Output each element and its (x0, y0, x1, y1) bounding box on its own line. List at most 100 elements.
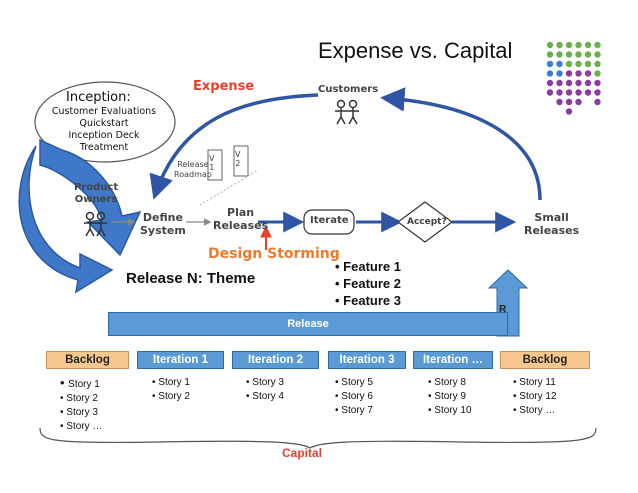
inception-title: Inception: (66, 90, 131, 105)
story-item: • Story 12 (513, 390, 557, 404)
inception-item: Inception Deck (68, 130, 140, 141)
story-list: • Story 3 • Story 4 (246, 376, 284, 404)
story-item: • Story 1 (60, 376, 102, 392)
define-system-label: Define System (140, 211, 186, 237)
decor-dot (556, 79, 563, 87)
feature-text: Feature 2 (343, 276, 401, 291)
decor-dot (546, 41, 554, 49)
release-roadmap-cards (199, 145, 259, 206)
inception-item: Quickstart (79, 118, 129, 129)
story-list: • Story 1• Story 2 (152, 376, 190, 404)
bullet: • (60, 393, 67, 404)
story-item: • Story 4 (246, 390, 284, 404)
feature-text: Feature 1 (343, 259, 401, 274)
story-text: Story 11 (519, 377, 556, 388)
bullet: • (60, 375, 69, 390)
decor-dot (594, 60, 601, 68)
story-text: Story 7 (341, 405, 373, 416)
story-list: • Story 1• Story 2• Story 3• Story … (60, 376, 102, 434)
iterate-label: Iterate (310, 215, 349, 226)
product-owners-label: Product Owners (74, 182, 118, 206)
release-roadmap-line: Roadmap (174, 170, 212, 179)
story-text: Story 2 (66, 393, 98, 404)
capital-label: Capital (282, 446, 323, 460)
bullet: • (60, 421, 67, 432)
story-text: Story 1 (68, 379, 100, 390)
decor-dot (594, 70, 601, 77)
expense-label: Expense (193, 79, 255, 94)
decor-dot (594, 51, 601, 58)
release-bar: Release (108, 312, 508, 336)
decor-dot (546, 51, 554, 58)
story-item: • Story 5 (335, 376, 373, 390)
release-marker: R (499, 304, 507, 315)
customers-figures (335, 99, 359, 125)
feature-item: • Feature 3 (335, 293, 401, 308)
bullet: • (152, 391, 159, 402)
bullet: • (246, 391, 253, 402)
bullet: • (335, 377, 342, 388)
roadmap-card-v2: V 2 (235, 150, 241, 168)
decor-dot (594, 98, 601, 106)
story-text: Story 5 (341, 377, 373, 388)
decor-dot (565, 89, 573, 96)
customer-feedback-arrow (380, 87, 542, 201)
decor-dot (575, 41, 582, 49)
story-text: Story 12 (519, 391, 557, 402)
bullet: • (60, 407, 67, 418)
inception-big-arrow (18, 145, 114, 294)
decor-dot (584, 89, 592, 96)
decor-dot (575, 70, 582, 77)
story-item: • Story 9 (428, 390, 472, 404)
decor-dot (546, 79, 554, 87)
decor-dot (556, 70, 563, 77)
accept-diamond (396, 201, 454, 243)
story-list: • Story 5• Story 6 • Story 7 (335, 376, 373, 418)
decor-dot (584, 60, 592, 68)
feature-item: • Feature 1 (335, 259, 401, 274)
feature-list: • Feature 1 • Feature 2 • Feature 3 (335, 258, 401, 309)
story-text: Story 1 (158, 377, 190, 388)
inception-item: Customer Evaluations (51, 106, 157, 117)
bullet: • (152, 377, 159, 388)
decor-dot (584, 79, 592, 87)
expense-curve-arrow (149, 93, 319, 200)
release-roadmap-label: Release Roadmap (174, 160, 212, 180)
story-item: • Story 10 (428, 404, 472, 418)
bullet: • (428, 405, 435, 416)
decor-dot (556, 41, 563, 49)
decor-dot (546, 89, 554, 96)
story-text: Story … (66, 421, 103, 432)
story-text: Story 2 (158, 391, 190, 402)
decor-dot (575, 79, 582, 87)
column-header: Iteration … (413, 351, 493, 369)
story-text: Story … (519, 405, 556, 416)
decor-dot (565, 79, 573, 87)
bullet: • (428, 391, 435, 402)
inception-flow-arrow (39, 138, 142, 257)
story-text: Story 3 (252, 377, 284, 388)
story-text: Story 8 (434, 377, 466, 388)
plan-releases-line: Plan (227, 206, 255, 219)
decor-dot (584, 70, 592, 77)
bullet: • (428, 377, 435, 388)
story-text: Story 6 (341, 391, 373, 402)
decor-dot (584, 41, 592, 49)
decor-dot (575, 89, 582, 96)
small-releases-label: Small Releases (524, 211, 579, 237)
small-releases-line: Small (534, 211, 569, 224)
plan-releases-label: Plan Releases (213, 206, 268, 232)
decor-dot (565, 108, 573, 115)
roadmap-card-v1: V 1 (209, 154, 215, 172)
decor-dot (546, 60, 554, 68)
decor-dot (594, 41, 601, 49)
define-system-line: Define (142, 211, 183, 224)
decor-dot (556, 60, 563, 68)
decor-dot (575, 51, 582, 58)
bullet: • (513, 391, 520, 402)
column-header: Iteration 1 (137, 351, 224, 369)
story-item: • Story … (60, 420, 102, 434)
story-item: • Story 7 (335, 404, 373, 418)
accept-label: Accept? (407, 217, 447, 227)
story-item: • Story 3 (60, 406, 102, 420)
